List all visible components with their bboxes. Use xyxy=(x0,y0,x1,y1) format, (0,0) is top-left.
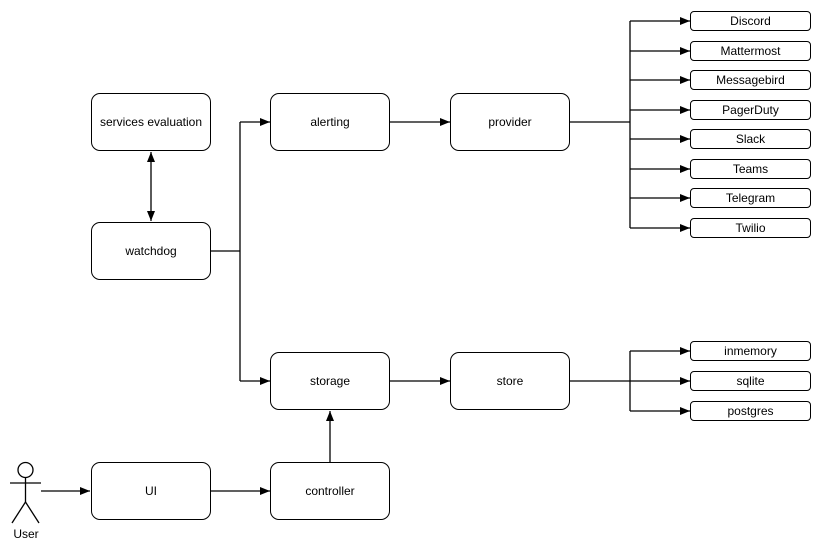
node-discord: Discord xyxy=(690,11,811,31)
node-mattermost: Mattermost xyxy=(690,41,811,61)
node-teams: Teams xyxy=(690,159,811,179)
node-telegram: Telegram xyxy=(690,188,811,208)
user-icon xyxy=(10,461,41,524)
node-alerting: alerting xyxy=(270,93,390,151)
node-sqlite: sqlite xyxy=(690,371,811,391)
user-label: User xyxy=(13,527,39,541)
node-services-evaluation: services evaluation xyxy=(91,93,211,151)
node-messagebird: Messagebird xyxy=(690,70,811,90)
node-controller: controller xyxy=(270,462,390,520)
node-postgres: postgres xyxy=(690,401,811,421)
node-watchdog: watchdog xyxy=(91,222,211,280)
node-pagerduty: PagerDuty xyxy=(690,100,811,120)
node-storage: storage xyxy=(270,352,390,410)
node-inmemory: inmemory xyxy=(690,341,811,361)
node-twilio: Twilio xyxy=(690,218,811,238)
node-provider: provider xyxy=(450,93,570,151)
node-slack: Slack xyxy=(690,129,811,149)
node-store: store xyxy=(450,352,570,410)
node-ui: UI xyxy=(91,462,211,520)
